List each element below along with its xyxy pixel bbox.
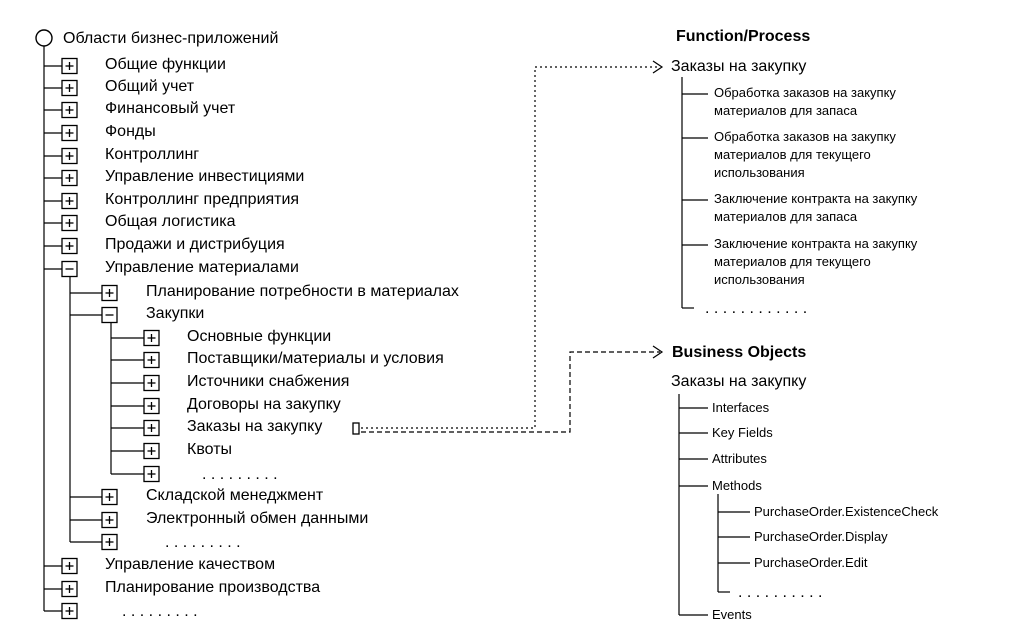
fp-item-text: Обработка заказов на закупку <box>714 129 896 144</box>
fp-item-text: Заключение контракта на закупку <box>714 191 918 206</box>
fp-item-text: использования <box>714 165 805 180</box>
tree-item-level1: Управление материалами <box>105 259 299 276</box>
fp-item-text: материалов для запаса <box>714 103 858 118</box>
tree-item-level1: Контроллинг предприятия <box>105 191 300 208</box>
tree-item-level1: Контроллинг <box>105 146 200 163</box>
fp-item-text: материалов для текущего <box>714 254 871 269</box>
dashed-arrow-business-objects <box>361 351 660 433</box>
tree-item-level2: Электронный обмен данными <box>146 510 369 527</box>
bo-item-text: Interfaces <box>712 400 770 415</box>
bo-item-text: Methods <box>712 478 762 493</box>
fp-item-text: использования <box>714 272 805 287</box>
tree-item-level1: Общие функции <box>105 56 226 73</box>
tree-item-level1: Общий учет <box>105 78 195 95</box>
tree-item-level1: Фонды <box>105 123 156 140</box>
tree-item-level3: Источники снабжения <box>187 373 350 390</box>
tree-item-level2: Закупки <box>146 305 205 322</box>
fp-ellipsis: . . . . . . . . . . . . <box>705 300 808 317</box>
tree-item-level2: Планирование потребности в материалах <box>146 283 459 300</box>
bo-item-text: Events <box>712 607 752 622</box>
tree-item-level3: Поставщики/материалы и условия <box>187 350 444 367</box>
function-process-heading: Function/Process <box>676 28 811 45</box>
tree-ellipsis: . . . . . . . . . <box>122 603 198 620</box>
tree-item-level1: Планирование производства <box>105 579 321 596</box>
bo-method-text: PurchaseOrder.ExistenceCheck <box>754 504 939 519</box>
selection-marker <box>352 422 360 435</box>
tree-item-level3: Договоры на закупку <box>187 396 341 413</box>
bo-item-text: Attributes <box>712 451 767 466</box>
tree-item-level3: Основные функции <box>187 328 332 345</box>
tree-item-level1: Финансовый учет <box>105 100 236 117</box>
root-node-circle <box>35 29 53 47</box>
fp-item-text: Обработка заказов на закупку <box>714 85 896 100</box>
tree-item-level1: Общая логистика <box>105 213 236 230</box>
dotted-arrow-function-process <box>361 66 660 429</box>
bo-method-text: PurchaseOrder.Display <box>754 529 888 544</box>
bo-item-text: Key Fields <box>712 425 773 440</box>
arrowhead-business-objects <box>652 345 664 359</box>
tree-item-level2: Складской менеджмент <box>146 487 324 504</box>
tree-item-level1: Управление инвестициями <box>105 168 305 185</box>
business-objects-title: Заказы на закупку <box>671 373 807 390</box>
bo-ellipsis: . . . . . . . . . . <box>738 584 823 601</box>
tree-ellipsis: . . . . . . . . . <box>165 534 241 551</box>
fp-item-text: материалов для текущего <box>714 147 871 162</box>
fp-item-text: материалов для запаса <box>714 209 858 224</box>
tree-item-level1: Управление качеством <box>105 556 276 573</box>
bo-method-text: PurchaseOrder.Edit <box>754 555 868 570</box>
fp-item-text: Заключение контракта на закупку <box>714 236 918 251</box>
tree-ellipsis: . . . . . . . . . <box>202 466 278 483</box>
function-process-title: Заказы на закупку <box>671 58 807 75</box>
business-objects-heading: Business Objects <box>672 344 807 361</box>
arrowhead-function-process <box>652 60 664 74</box>
tree-item-level3: Квоты <box>187 441 233 458</box>
tree-item-level1: Продажи и дистрибуция <box>105 236 285 253</box>
tree-item-level3: Заказы на закупку <box>187 418 323 435</box>
tree-root-label: Области бизнес-приложений <box>63 30 279 47</box>
